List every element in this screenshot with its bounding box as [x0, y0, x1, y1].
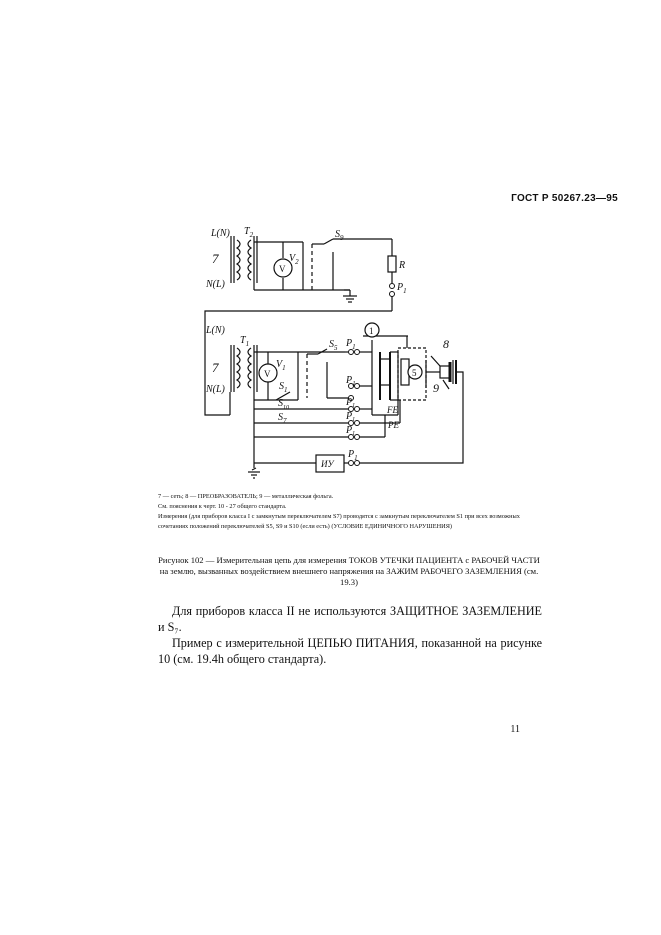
- terminal-nodes: [348, 283, 395, 466]
- label-s9: S9: [335, 229, 344, 242]
- label-fe: FE: [386, 405, 398, 415]
- figure-see-note: См. пояснения к черт. 10 - 27 общего ста…: [158, 503, 287, 510]
- voltmeter-v1: [258, 363, 278, 383]
- label-t2: T2: [244, 226, 254, 239]
- paragraph-example: Пример с измерительной ЦЕПЬЮ ПИТАНИЯ, по…: [158, 636, 542, 666]
- label-s10: S10: [278, 398, 289, 411]
- voltmeter-v2-symbol: V: [279, 264, 286, 274]
- figure-legend: 7 — сеть; 8 — ПРЕОБРАЗОВАТЕЛЬ; 9 — метал…: [158, 493, 334, 500]
- label-p1-fe: P1: [345, 397, 355, 409]
- voltmeter-v2: [273, 258, 293, 278]
- marker-circle-5: [407, 364, 423, 380]
- standard-number-header: ГОСТ Р 50267.23—95: [511, 193, 618, 204]
- label-s7: S7: [278, 412, 287, 425]
- page-number: 11: [510, 724, 520, 735]
- label-net-bottom: 7: [212, 360, 219, 375]
- label-l-n-bottom: L(N): [205, 325, 226, 336]
- label-p1-s1: P1: [345, 375, 356, 388]
- figure-caption: Рисунок 102 — Измерительная цепь для изм…: [158, 555, 540, 587]
- label-n-l-top: N(L): [205, 279, 226, 290]
- label-net-top: 7: [212, 251, 219, 266]
- label-s1: S1: [279, 381, 288, 394]
- label-9: 9: [433, 381, 439, 395]
- label-mu: ИУ: [320, 459, 334, 469]
- label-p1-s7: P1: [345, 411, 355, 423]
- label-n-l-bottom: N(L): [205, 384, 226, 395]
- voltmeter-v1-symbol: V: [264, 369, 271, 379]
- label-l-n-top: L(N): [210, 228, 231, 239]
- label-8: 8: [443, 337, 449, 351]
- marker-1-label: 1: [369, 326, 374, 336]
- marker-circle-1: [364, 322, 380, 338]
- body-text: Для приборов класса II не используются З…: [158, 603, 542, 667]
- label-p1-mu: P1: [347, 449, 358, 462]
- circuit-wires: [204, 236, 464, 479]
- label-p1-top: P1: [396, 282, 407, 295]
- label-p1-s5: P1: [345, 338, 356, 351]
- paragraph-class-ii: Для приборов класса II не используются З…: [158, 604, 542, 634]
- label-s5: S5: [329, 339, 338, 352]
- measurement-circuit-diagram: V V 1 5 L(N) N(L) 7 L(N) N(L) 7 T2 T1 V2…: [204, 226, 464, 479]
- label-r: R: [398, 260, 405, 271]
- label-t1: T1: [240, 335, 249, 348]
- marker-5-label: 5: [412, 368, 417, 378]
- label-v1: V1: [276, 359, 286, 372]
- figure-measurement-note: Измерения (для приборов класса I с замкн…: [158, 513, 520, 530]
- figure-notes: 7 — сеть; 8 — ПРЕОБРАЗОВАТЕЛЬ; 9 — метал…: [158, 492, 538, 532]
- label-v2: V2: [289, 253, 299, 266]
- label-pe: PE: [387, 420, 399, 430]
- label-p1-pe: P1: [345, 425, 355, 437]
